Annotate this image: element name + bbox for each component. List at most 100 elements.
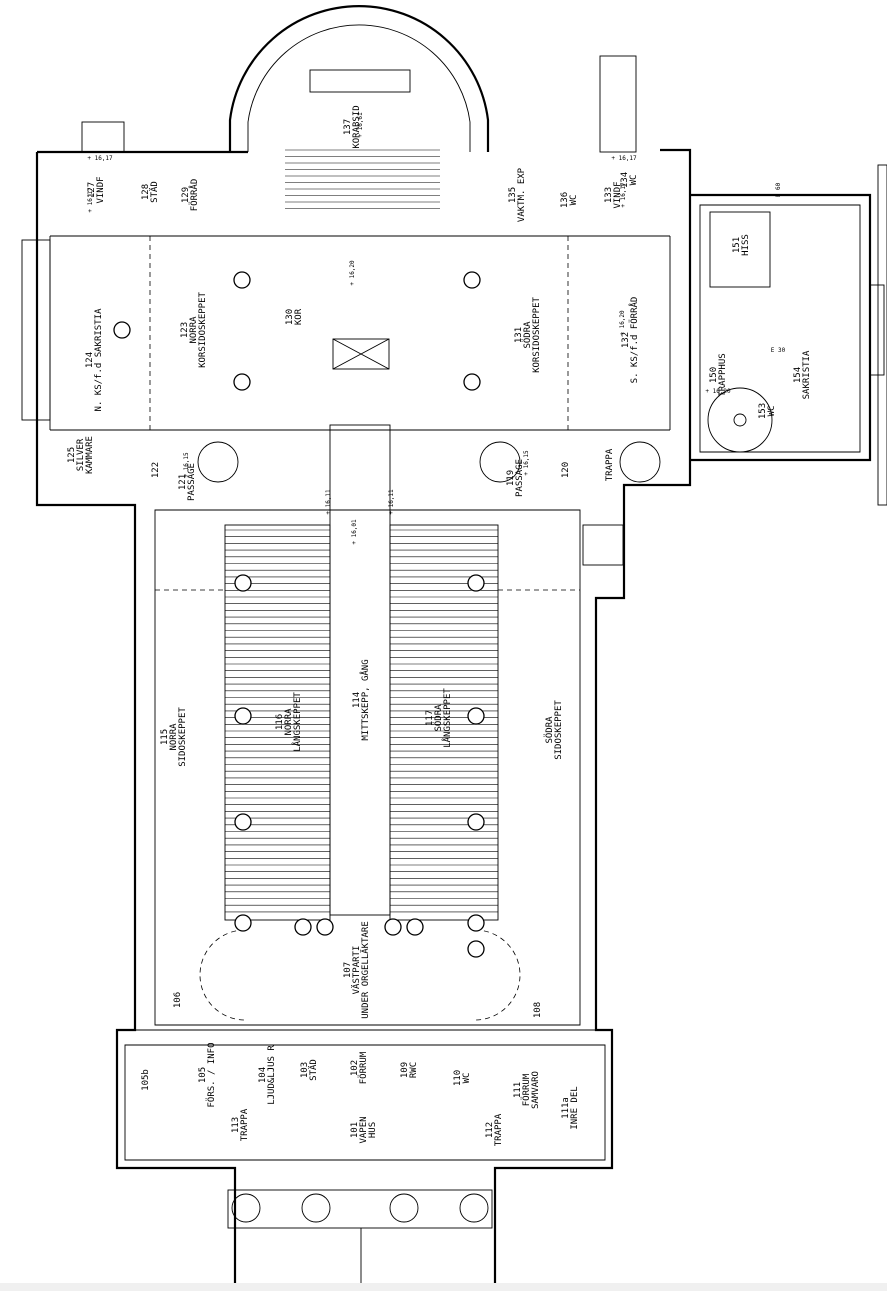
room-label-text: 114 xyxy=(352,692,362,708)
level-mark: + 16,17 xyxy=(611,155,637,162)
dashed-lines xyxy=(149,236,580,1021)
room-number-n106: 106 xyxy=(173,992,183,1008)
room-label-text: KORSIDOSKEPPET xyxy=(532,296,542,372)
fire-class-mark: E 30 xyxy=(771,347,786,354)
room-number-n120: 120 xyxy=(561,462,571,478)
room-label-text: 154 xyxy=(793,367,803,383)
column xyxy=(234,574,252,592)
column xyxy=(294,918,312,936)
room-label-text: KOR xyxy=(294,308,304,325)
room-label-text: 127 xyxy=(87,182,97,198)
room-number-n122: 122 xyxy=(151,462,161,478)
room-label-text: 153 xyxy=(758,403,768,419)
column xyxy=(233,373,251,391)
pew-block xyxy=(389,524,499,921)
room-label-text: SÖDRA xyxy=(433,704,444,732)
room-label-text: TRAPPA xyxy=(240,1108,250,1141)
level-mark: + 16,15 xyxy=(523,450,530,476)
room-label-text: 136 xyxy=(560,192,570,208)
room-label-text: SIDOSKEPPET xyxy=(554,700,564,760)
room-label-text: S. KS/f.d FÖRRÅD xyxy=(628,297,640,384)
column xyxy=(316,918,334,936)
room-label-text: VINDF xyxy=(96,176,106,203)
room-label-text: LÅNGSKEPPET xyxy=(441,688,453,748)
room-label-text: 104 xyxy=(258,1067,268,1083)
level-mark: + 16,20 xyxy=(349,260,356,286)
column xyxy=(233,271,251,289)
room-label-text: WC xyxy=(767,406,777,417)
room-label-text: 103 xyxy=(300,1062,310,1078)
level-mark: + 16,11 xyxy=(388,489,395,515)
room-label-text: 107 xyxy=(343,962,353,978)
room-label-text: 110 xyxy=(453,1070,463,1086)
level-mark: + 16,11 xyxy=(325,489,332,515)
room-label-text: NORRA xyxy=(189,316,199,344)
room-label-text: 116 xyxy=(275,714,285,730)
room-label-text: LJUD&LJUS R xyxy=(267,1045,277,1105)
pews xyxy=(224,149,499,921)
room-label-text: 134 xyxy=(620,172,630,188)
room-label-text: INRE DEL xyxy=(570,1086,580,1129)
column xyxy=(467,707,485,725)
room-label-text: TRAPPA xyxy=(494,1113,504,1146)
room-label-text: 115 xyxy=(160,729,170,745)
column xyxy=(234,813,252,831)
room-label-text: 135 xyxy=(508,187,518,203)
room-label-text: 151 xyxy=(732,237,742,253)
room-label-text: 111 xyxy=(513,1082,523,1098)
room-label-text: 133 xyxy=(604,187,614,203)
room-label-text: MITTSKEPP, GÅNG xyxy=(359,659,371,740)
room-label-text: 137 xyxy=(343,119,353,135)
column xyxy=(467,940,485,958)
level-mark: + 16,17 xyxy=(620,182,627,208)
room-label-text: 111a xyxy=(561,1097,571,1119)
room-label-text: VAKTM. EXP xyxy=(517,167,527,222)
room-label-text: 121 xyxy=(178,474,188,490)
room-label-text: 102 xyxy=(350,1060,360,1076)
column xyxy=(467,914,485,932)
room-label-text: SILVER xyxy=(76,438,86,471)
column xyxy=(463,271,481,289)
room-label-text: NORRA xyxy=(284,708,294,736)
room-number-n105b: 105b xyxy=(141,1069,151,1091)
column xyxy=(234,914,252,932)
room-label-text: 129 xyxy=(181,187,191,203)
room-label-text: FÖRRUM xyxy=(358,1051,369,1084)
level-mark: + 16,15 xyxy=(183,452,190,478)
level-mark: + 16,17 xyxy=(87,187,94,213)
pew-block xyxy=(224,524,331,921)
column xyxy=(467,813,485,831)
room-label-text: 130 xyxy=(285,309,295,325)
room-label-text: WC xyxy=(629,175,639,186)
columns xyxy=(113,271,485,958)
room-label-text: RWC xyxy=(409,1062,419,1078)
room-label-text: SIDOSKEPPET xyxy=(178,707,188,767)
column xyxy=(384,918,402,936)
